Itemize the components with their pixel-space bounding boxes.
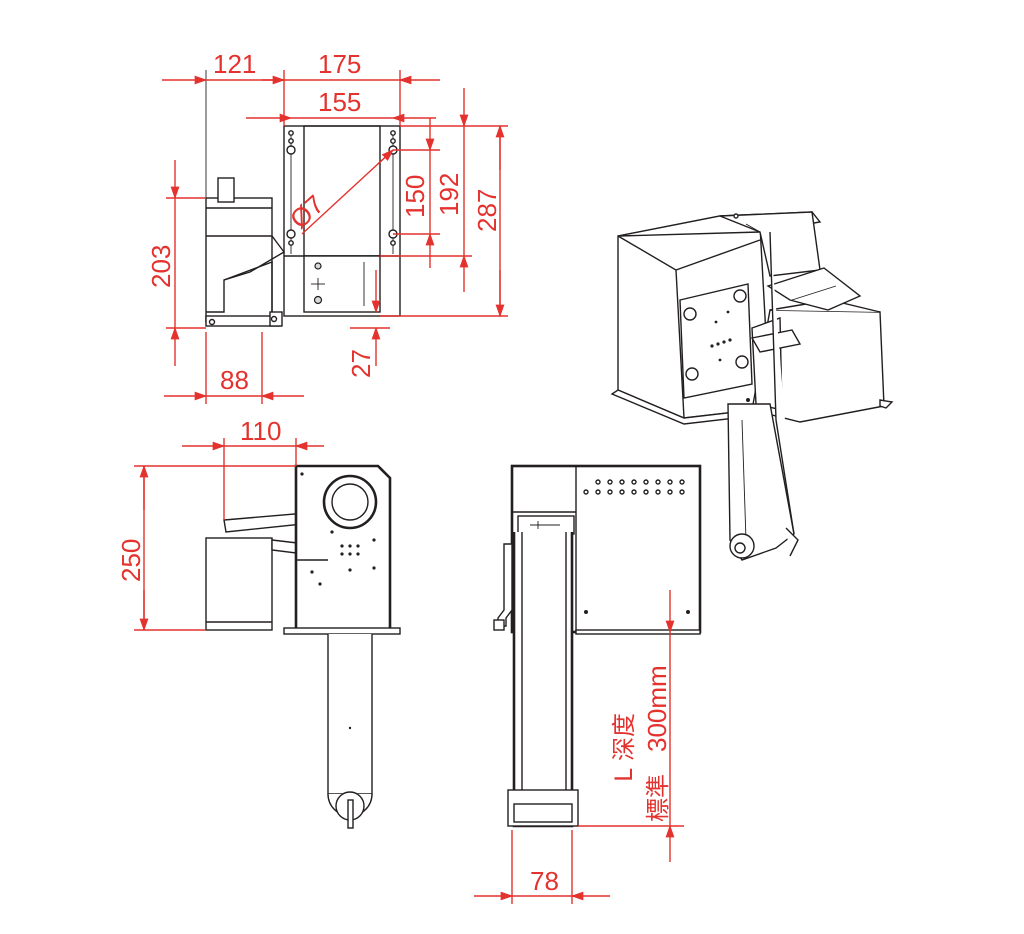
side-view-belt (327, 634, 373, 795)
iso-belt-arm (727, 403, 795, 561)
dim-110: 110 (240, 416, 281, 446)
top-view-hopper (205, 197, 273, 323)
dim-121: 121 (213, 49, 256, 79)
side-view-hopper (205, 537, 273, 631)
iso-panel (679, 283, 753, 399)
dim-150: 150 (400, 175, 430, 218)
dim-155: 155 (318, 87, 361, 117)
front-view (493, 464, 702, 828)
front-vent-holes (583, 479, 685, 495)
dim-203: 203 (146, 245, 176, 288)
depth-standard: 標準 (644, 774, 672, 822)
side-view-dimensions: 110 250 (116, 416, 324, 632)
dim-287: 287 (472, 189, 502, 232)
depth-label: L 深度 (610, 713, 638, 782)
mount-hole (286, 145, 296, 155)
isometric-view (610, 211, 894, 561)
side-view (205, 464, 401, 829)
front-view-dimensions: 78 300mm L 深度 標準 (474, 590, 684, 904)
top-view (205, 125, 401, 327)
dim-175: 175 (318, 49, 361, 79)
mount-hole (286, 229, 296, 239)
depth-value: 300mm (642, 665, 672, 752)
dim-78: 78 (530, 866, 559, 896)
dim-250: 250 (116, 539, 146, 582)
dim-88: 88 (220, 365, 249, 395)
dim-27: 27 (346, 349, 376, 378)
dim-192: 192 (434, 173, 464, 216)
